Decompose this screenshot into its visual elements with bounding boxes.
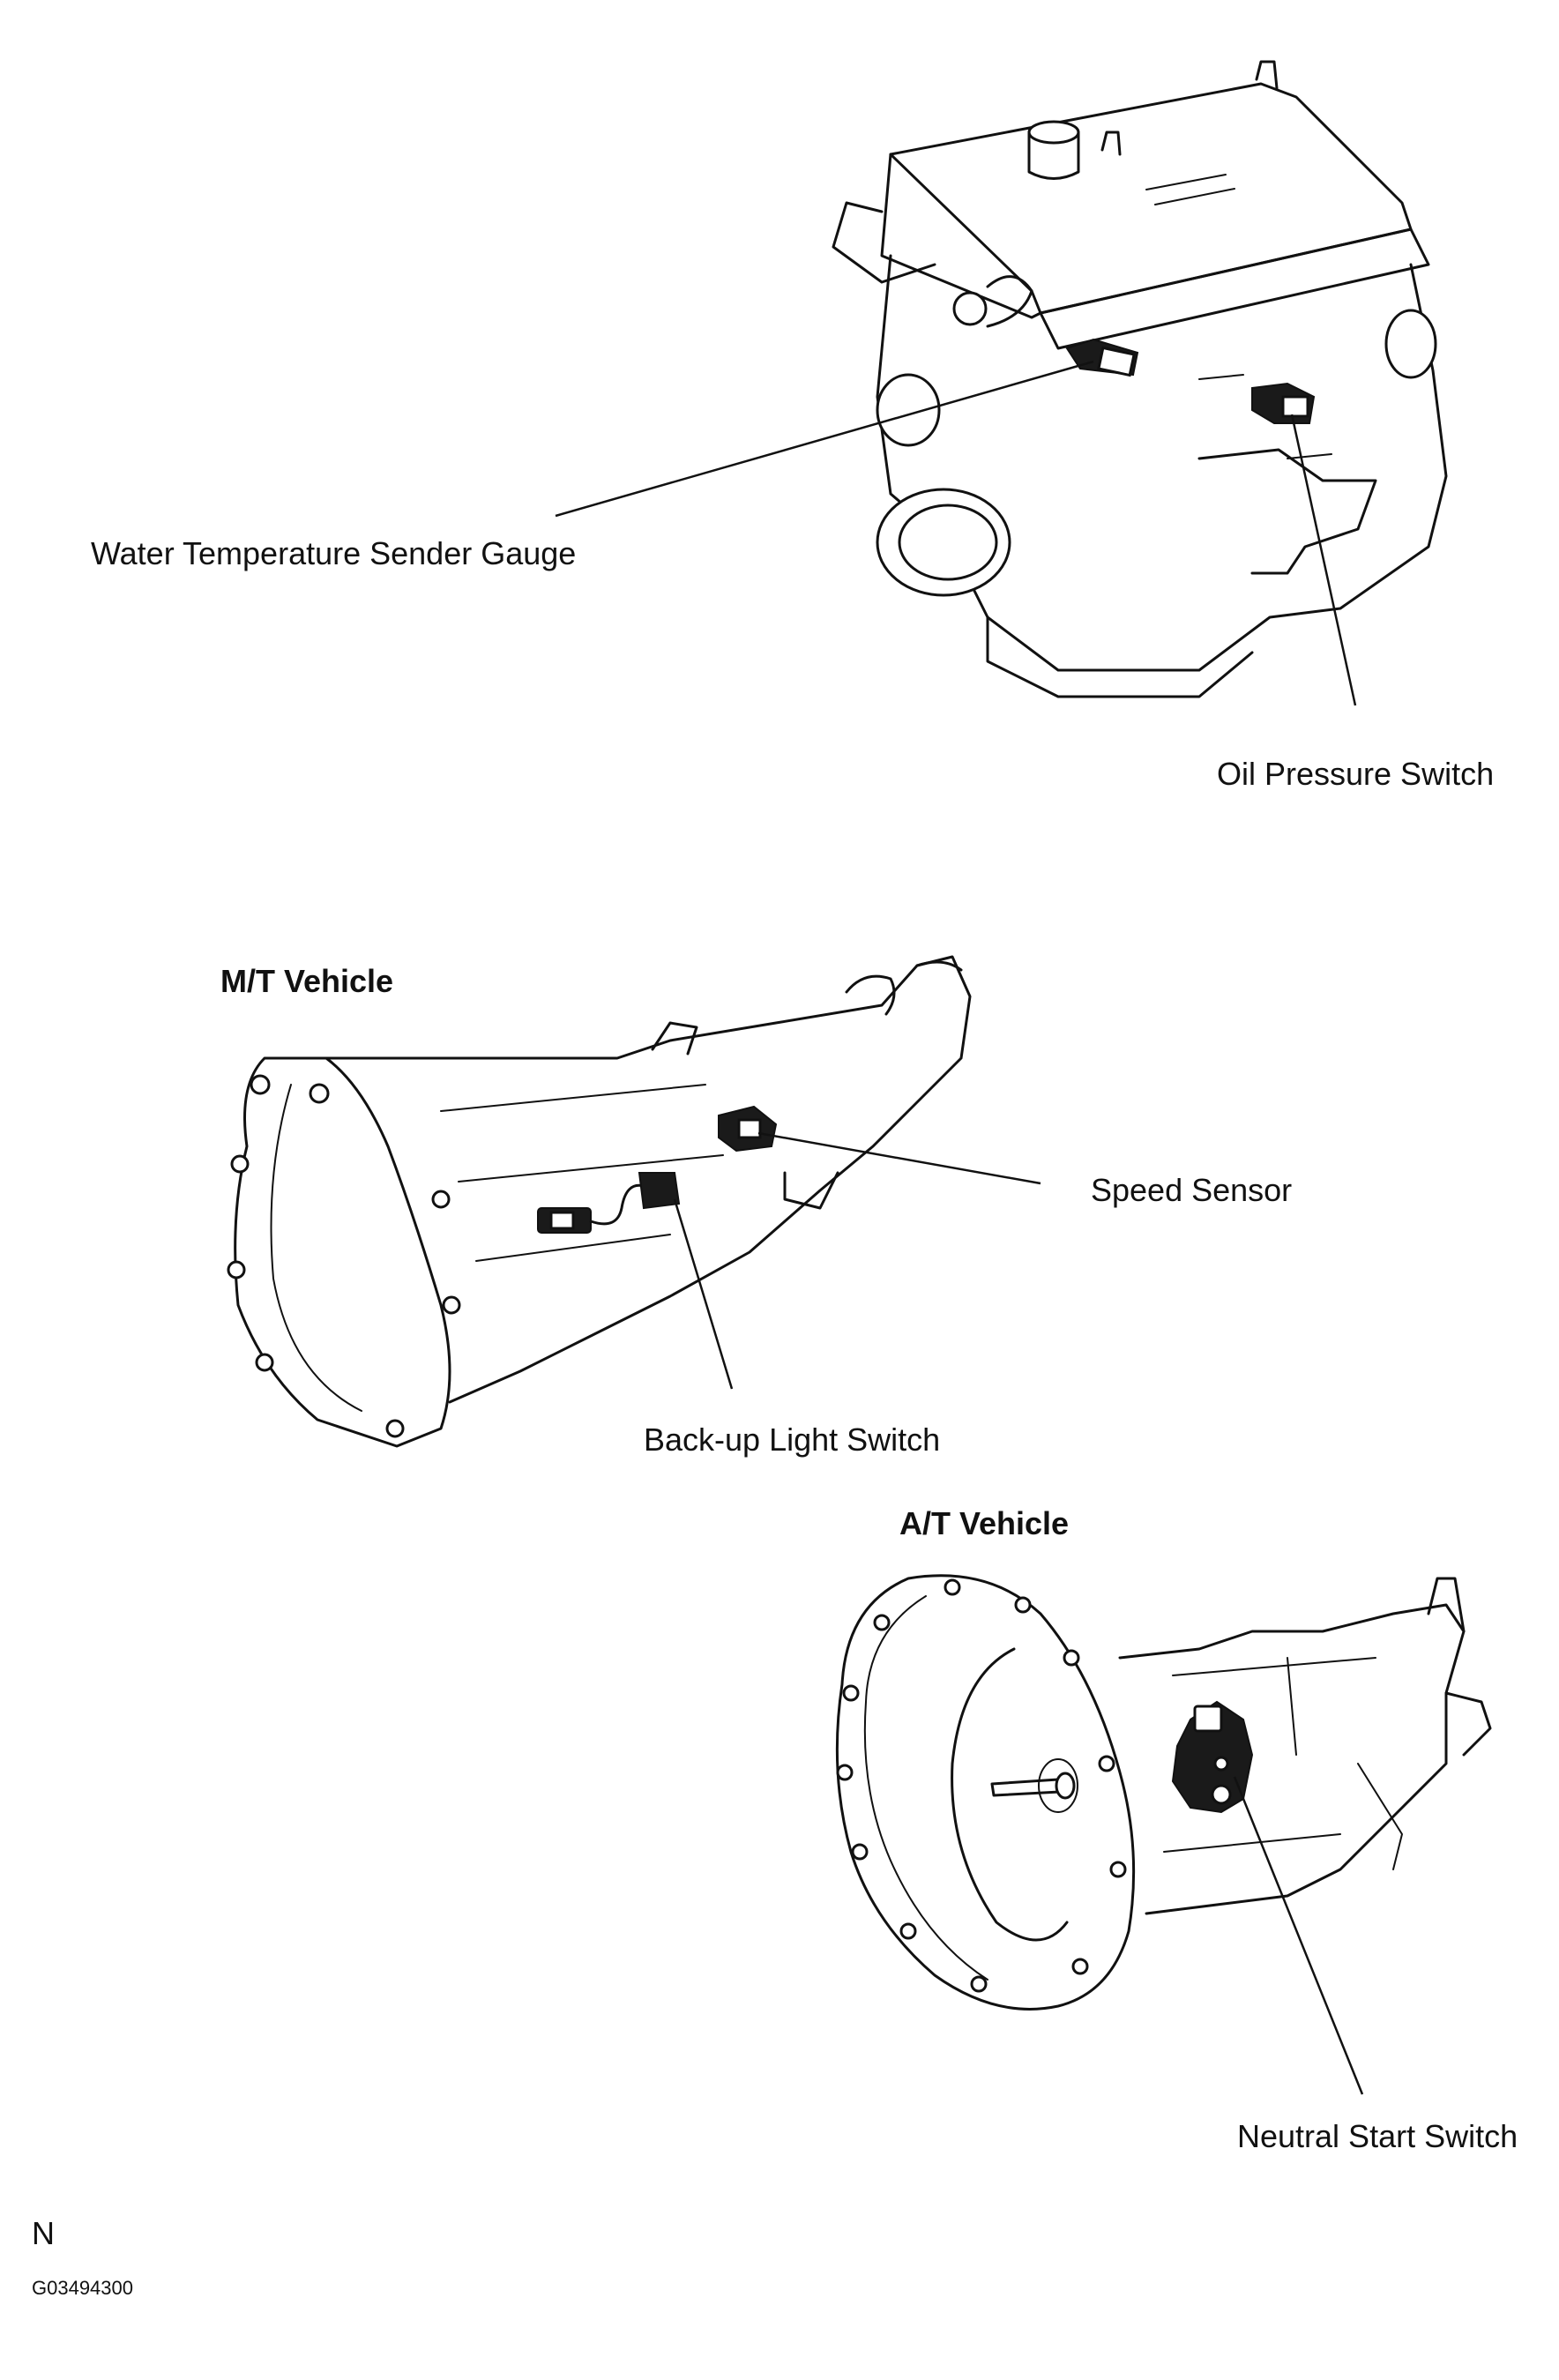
manual-transmission-drawing <box>227 955 972 1448</box>
figure-code: G03494300 <box>32 2277 133 2299</box>
at-heading: A/T Vehicle <box>899 1505 1069 1541</box>
neutral-start-switch-icon <box>1171 1700 1254 1814</box>
automatic-transmission-drawing <box>835 1574 1492 2011</box>
oil-pressure-label: Oil Pressure Switch <box>1217 756 1494 792</box>
footer-letter: N <box>32 2215 55 2251</box>
neutral-start-label: Neutral Start Switch <box>1237 2118 1518 2154</box>
speed-sensor-leader <box>757 1131 1041 1185</box>
oil-pressure-switch-icon <box>1251 382 1316 424</box>
speed-sensor-icon <box>718 1105 778 1153</box>
oil-pressure-leader <box>1290 414 1357 706</box>
mt-heading: M/T Vehicle <box>220 963 393 999</box>
neutral-start-leader <box>1233 1776 1364 2095</box>
engine-drawing <box>832 60 1448 698</box>
water-temp-label: Water Temperature Sender Gauge <box>91 535 576 571</box>
speed-sensor-label: Speed Sensor <box>1091 1172 1292 1208</box>
water-temp-leader <box>555 360 1094 518</box>
water-temp-sender-icon <box>1065 338 1139 377</box>
backup-light-label: Back-up Light Switch <box>644 1421 940 1458</box>
backup-light-switch-icon <box>537 1172 681 1234</box>
backup-light-leader <box>673 1198 734 1390</box>
